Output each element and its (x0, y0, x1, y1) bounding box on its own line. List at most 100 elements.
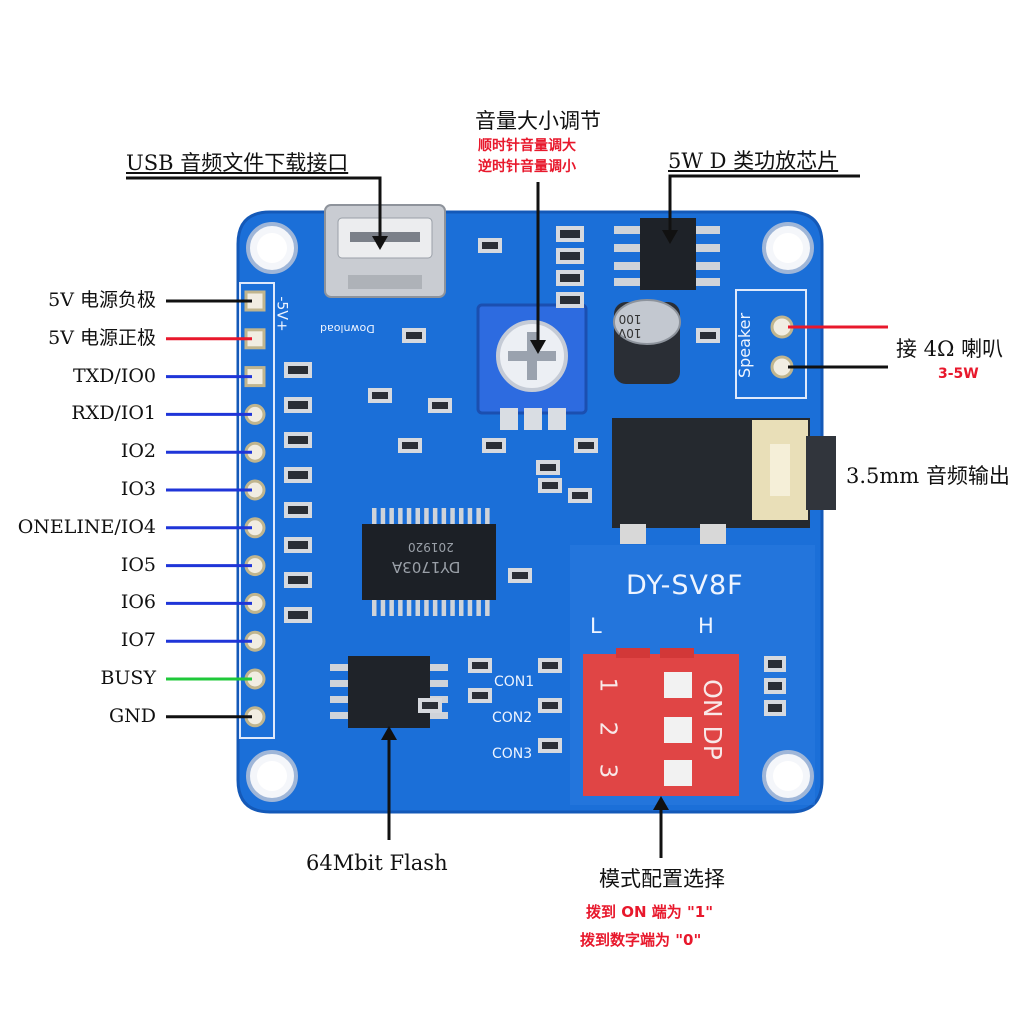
chip-pin (485, 508, 490, 524)
mode-callout-title: 模式配置选择 (599, 867, 725, 891)
usb-callout: USB 音频文件下载接口 (126, 151, 349, 175)
smd-resistor (538, 698, 562, 713)
chip-pin (398, 508, 403, 524)
speaker-callout: 接 4Ω 喇叭 (896, 337, 1004, 361)
chip-pin (406, 508, 412, 524)
smd-resistor (556, 248, 584, 264)
con2-silkscreen: CON2 (492, 710, 533, 726)
pin-label: 5V 电源正极 (48, 326, 156, 349)
dip-switch (583, 648, 739, 796)
smd-resistor (284, 572, 312, 588)
smd-components (284, 226, 786, 753)
chip-pin (441, 508, 447, 524)
smd-resistor (482, 438, 506, 453)
speaker-callout-sub: 3-5W (938, 366, 979, 382)
main-chip-code: 201920 (408, 540, 454, 554)
chip-pin (467, 600, 473, 616)
main-chip (362, 508, 496, 616)
smd-resistor (418, 698, 442, 713)
mounting-holes (246, 222, 814, 802)
callout-lines (126, 174, 888, 858)
chip-pin (467, 508, 473, 524)
chip-pin (424, 600, 429, 616)
usb-connector (324, 204, 446, 298)
chip-pin (485, 600, 490, 616)
volume-callout-sub1: 顺时针音量调大 (478, 138, 576, 154)
pin-label: IO6 (120, 591, 156, 614)
chip-pin (389, 508, 394, 524)
chip-pin (406, 600, 412, 616)
smd-resistor (284, 502, 312, 518)
smd-resistor (556, 226, 584, 242)
pin-label: GND (108, 704, 156, 727)
volume-callout-sub2: 逆时针音量调小 (478, 159, 576, 175)
pin-label: IO7 (120, 629, 156, 652)
volume-potentiometer (476, 303, 588, 430)
amp-callout: 5W D 类功放芯片 (668, 149, 839, 173)
smd-resistor (284, 397, 312, 413)
smd-resistor (508, 568, 532, 583)
smd-resistor (556, 270, 584, 286)
pin-label: IO5 (120, 553, 156, 576)
chip-pin (415, 508, 420, 524)
pin-label: ONELINE/IO4 (17, 515, 156, 538)
smd-resistor (538, 738, 562, 753)
model-silkscreen: DY-SV8F (626, 570, 744, 601)
mode-callout-sub2: 拨到数字端为 "0" (580, 931, 702, 949)
capacitor (613, 299, 681, 384)
download-silkscreen: Download (320, 322, 375, 335)
usb-callout-line (126, 176, 382, 246)
pin-label: RXD/IO1 (71, 402, 156, 425)
smd-resistor (568, 488, 592, 503)
chip-pin (398, 600, 403, 616)
pin-label: BUSY (100, 667, 156, 689)
pin-header-outline (239, 282, 275, 739)
chip-pin (459, 508, 464, 524)
pin-callout-lines (166, 299, 252, 719)
smd-resistor (538, 658, 562, 673)
smd-resistor (764, 656, 786, 672)
smd-resistor (574, 438, 598, 453)
smd-resistor (764, 678, 786, 694)
header-pins (244, 290, 266, 728)
dip-3-label: 3 (594, 763, 621, 779)
chip-pin (476, 600, 481, 616)
smd-resistor (284, 607, 312, 623)
chip-pin (459, 600, 464, 616)
chip-pin (441, 600, 447, 616)
speaker-silkscreen: Speaker (735, 312, 755, 379)
smd-resistor (368, 388, 392, 403)
con1-silkscreen: CON1 (494, 674, 535, 690)
pin-header-silkscreen: -5V+ (273, 296, 290, 332)
smd-resistor (536, 460, 560, 475)
flash-callout: 64Mbit Flash (306, 851, 448, 875)
smd-resistor (428, 398, 452, 413)
dip-2-label: 2 (594, 721, 621, 737)
chip-pin (372, 508, 377, 524)
chip-pin (424, 508, 429, 524)
audio-out-callout: 3.5mm 音频输出 (846, 464, 1010, 488)
chip-pin (450, 600, 455, 616)
volume-callout-title: 音量大小调节 (475, 109, 601, 133)
chip-pin (476, 508, 481, 524)
con3-silkscreen: CON3 (492, 746, 533, 762)
smd-resistor (284, 362, 312, 378)
dip-1-label: 1 (594, 677, 621, 693)
main-chip-marking: DY1703A (392, 558, 461, 576)
smd-resistor (284, 432, 312, 448)
chip-pin (432, 508, 438, 524)
chip-pin (389, 600, 394, 616)
pin-label: IO3 (120, 478, 156, 500)
smd-resistor (398, 438, 422, 453)
high-silkscreen: H (698, 614, 714, 638)
smd-resistor (556, 292, 584, 308)
chip-pin (380, 508, 386, 524)
smd-resistor (468, 658, 492, 673)
mode-callout-sub1: 拨到 ON 端为 "1" (586, 903, 714, 921)
chip-pin (450, 508, 455, 524)
low-silkscreen: L (590, 614, 602, 638)
smd-resistor (478, 238, 502, 253)
dip-on-label: ON DP (697, 679, 727, 760)
smd-resistor (764, 700, 786, 716)
